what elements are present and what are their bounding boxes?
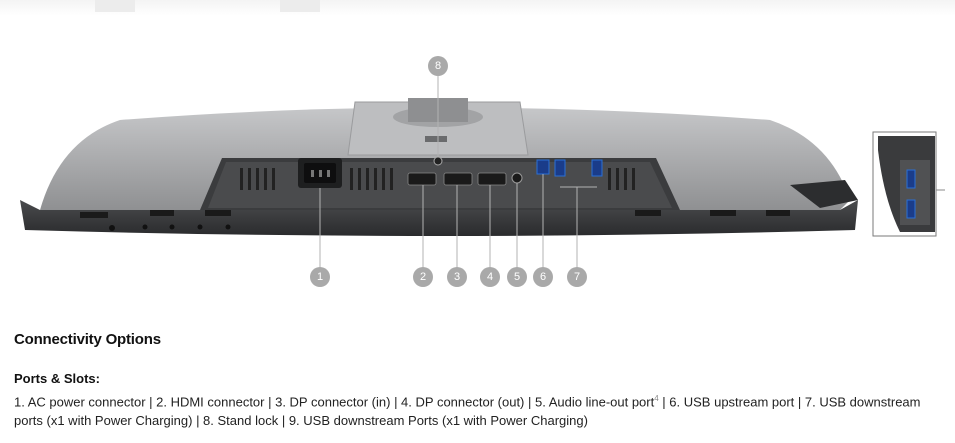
bottom-vents xyxy=(80,210,790,218)
ports-description-part1: 1. AC power connector | 2. HDMI connecto… xyxy=(14,394,655,410)
callout-7: 7 xyxy=(567,267,587,287)
top-shadow-left xyxy=(95,0,135,12)
top-shadow-right xyxy=(280,0,320,12)
callout-3: 3 xyxy=(447,267,467,287)
side-usb-port-1 xyxy=(906,169,916,189)
callout-leaders xyxy=(319,76,597,268)
stand-lock-hole xyxy=(433,156,443,166)
side-usb-port-2 xyxy=(906,199,916,219)
callout-8: 8 xyxy=(428,56,448,76)
vents-left xyxy=(240,168,393,190)
stand-lock-slot xyxy=(425,136,447,142)
callout-5: 5 xyxy=(507,267,527,287)
ports-title: Ports & Slots: xyxy=(14,371,100,386)
ports-description: 1. AC power connector | 2. HDMI connecto… xyxy=(14,389,934,430)
vents-right xyxy=(608,168,635,190)
monitor-rear-figure: 8 1 2 3 4 5 6 7 xyxy=(0,50,955,300)
top-fade xyxy=(0,0,955,16)
hdmi-port xyxy=(407,172,437,186)
footnote-marker: 4 xyxy=(654,394,659,403)
bottom-buttons xyxy=(109,224,231,231)
callout-2: 2 xyxy=(413,267,433,287)
side-view-inset xyxy=(872,131,945,237)
callout-1: 1 xyxy=(310,267,330,287)
monitor-rear-illustration xyxy=(20,76,945,268)
dp-out-port xyxy=(477,172,507,186)
ports-description-part2: | 6. USB upstream port | 7. USB downstre… xyxy=(14,394,921,429)
section-title: Connectivity Options xyxy=(14,331,161,348)
audio-out-port xyxy=(511,172,523,184)
dp-in-port xyxy=(443,172,473,186)
monitor-right-edge xyxy=(790,180,858,208)
usb-upstream-port xyxy=(536,159,550,175)
callout-4: 4 xyxy=(480,267,500,287)
usb-downstream-port-2 xyxy=(591,159,603,177)
callout-6: 6 xyxy=(533,267,553,287)
usb-downstream-port-1 xyxy=(554,159,566,177)
